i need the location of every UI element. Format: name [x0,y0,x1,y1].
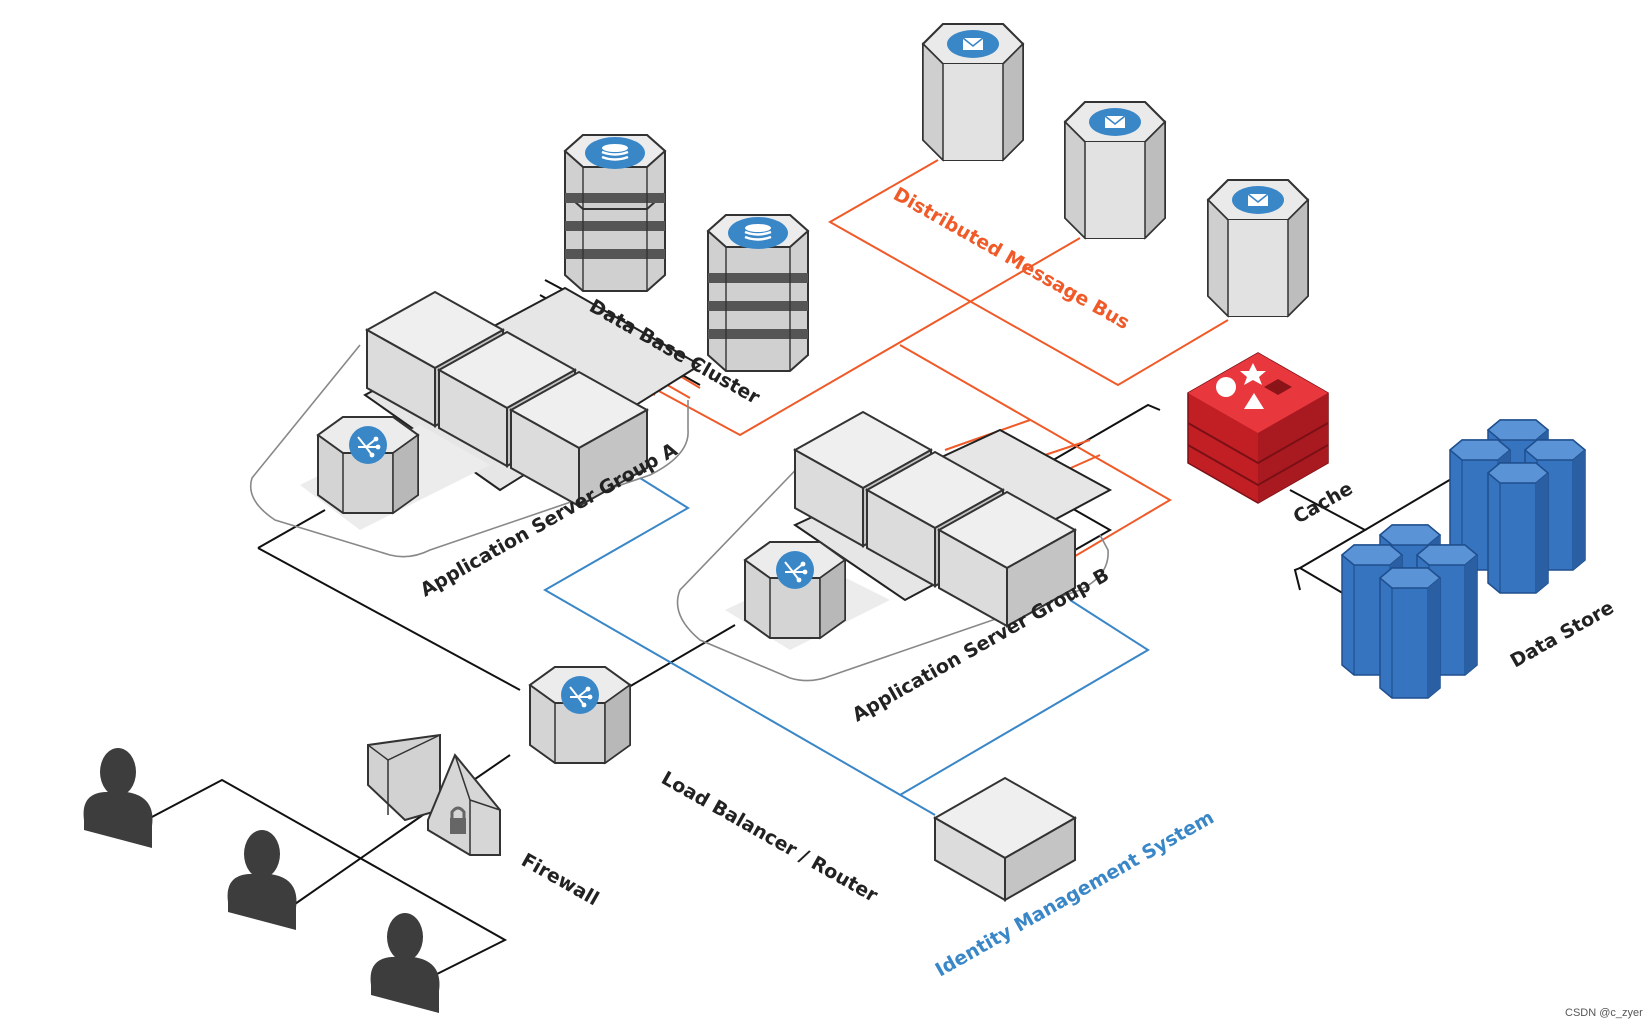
cache-node [1187,352,1329,504]
circle-icon [1216,377,1236,397]
message-node-2 [1064,101,1166,239]
envelope-icon [946,29,1000,59]
star-icon [1240,363,1266,385]
label-data-store: Data Store [1507,596,1618,672]
label-firewall: Firewall [518,849,603,910]
message-node-3 [1207,179,1309,317]
label-load-balancer: Load Balancer / Router [658,767,882,907]
watermark: CSDN @c_zyer [1565,1007,1643,1019]
router-icon [775,550,815,590]
load-balancer-node [529,666,631,764]
db-stack-1 [563,134,667,292]
triangle-icon [1244,393,1264,409]
lock-icon [450,806,466,834]
db-stack-2 [706,214,810,372]
user-icon [370,913,440,1013]
group-outlines [250,344,1109,682]
group-a-router [317,416,419,514]
envelope-icon [1088,107,1142,137]
database-icon [726,215,790,251]
diamond-icon [1264,379,1292,395]
database-icon [583,135,647,171]
group-b-router [744,541,846,639]
user-icon [227,830,297,930]
envelope-icon [1231,185,1285,215]
message-node-1 [922,23,1024,161]
firewall-node [367,733,501,856]
data-store-cluster-2 [1341,524,1478,699]
router-icon [560,675,600,715]
user-icon [83,748,153,848]
router-icon [348,425,388,465]
identity-links [542,477,1150,816]
identity-management-node [932,776,1078,902]
